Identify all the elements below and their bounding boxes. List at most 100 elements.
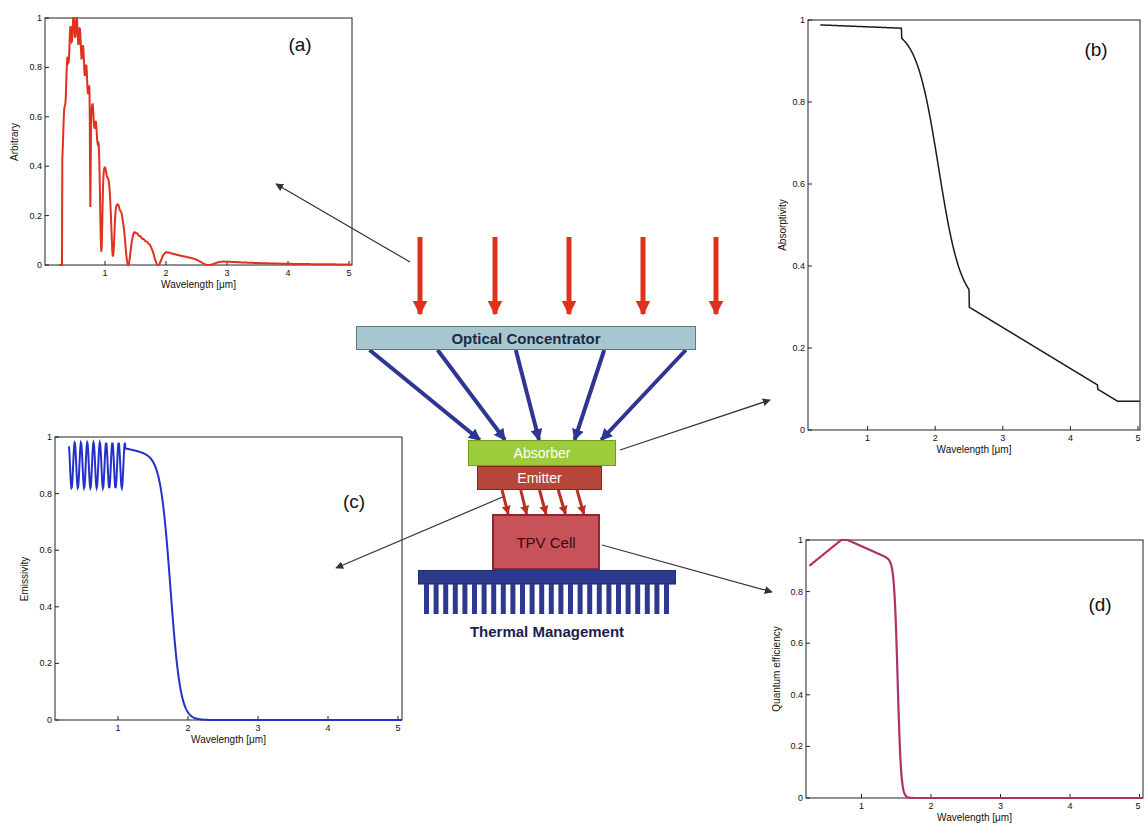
heatsink-fin — [472, 584, 477, 614]
tick-label: 4 — [325, 723, 330, 733]
tick-label: 0 — [47, 715, 52, 725]
tick-label: 0.6 — [790, 638, 803, 648]
radiation-arrow — [558, 490, 565, 514]
radiation-arrow — [577, 490, 584, 514]
tick — [808, 184, 812, 185]
tick — [105, 261, 106, 265]
spectrum-curve — [59, 18, 351, 265]
heatsink-fin — [501, 584, 506, 614]
heatsink-fin — [606, 584, 611, 614]
tick — [861, 794, 862, 798]
emitter-layer: Emitter — [477, 466, 602, 490]
spectrum-plot — [808, 20, 1140, 430]
tick-label: 5 — [1135, 801, 1140, 811]
concentrator-bar: Optical Concentrator — [356, 326, 696, 350]
leader-line — [620, 400, 770, 450]
tick-label: 0 — [37, 260, 42, 270]
heatsink-fin — [568, 584, 573, 614]
tick — [45, 67, 49, 68]
tick-label: 1 — [798, 535, 803, 545]
tick-label: 0.6 — [29, 112, 42, 122]
light-arrow — [516, 350, 539, 440]
panel-letter: (c) — [343, 491, 365, 513]
tick-label: 0.2 — [39, 658, 52, 668]
node-label: Absorber — [514, 445, 571, 461]
tick-label: 0.4 — [792, 261, 805, 271]
axis-title: Wavelength [μm] — [937, 812, 1012, 823]
spectrum-plot — [45, 18, 352, 265]
tick — [55, 720, 59, 721]
tick-label: 1 — [102, 268, 107, 278]
tick-label: 1 — [47, 432, 52, 442]
sun-ray — [493, 237, 498, 314]
heatsink-fin — [453, 584, 458, 614]
tick — [45, 166, 49, 167]
heatsink-fin — [645, 584, 650, 614]
tick-label: 0.4 — [29, 161, 42, 171]
tick — [808, 266, 812, 267]
tick-label: 2 — [928, 801, 933, 811]
tick-label: 1 — [865, 433, 870, 443]
spectrum-plot — [806, 540, 1143, 798]
heatsink: Thermal Management — [418, 570, 676, 640]
heatsink-fin — [558, 584, 563, 614]
tick-label: 0.6 — [39, 545, 52, 555]
axis-title: Emissivity — [19, 556, 30, 600]
heatsink-fin — [434, 584, 439, 614]
panel-letter: (b) — [1084, 39, 1107, 61]
tick — [55, 437, 59, 438]
heatsink-fin — [597, 584, 602, 614]
sun-rays — [420, 237, 716, 314]
tick — [55, 550, 59, 551]
light-arrow — [438, 350, 505, 440]
axis-title: Wavelength [μm] — [191, 734, 266, 745]
tick — [806, 591, 810, 592]
tick-label: 2 — [185, 723, 190, 733]
spectrum-curve — [809, 540, 1143, 798]
axis-title: Wavelength [μm] — [161, 279, 236, 290]
tick — [867, 426, 868, 430]
tick — [1070, 426, 1071, 430]
tick-label: 2 — [933, 433, 938, 443]
heatsink-fin — [482, 584, 487, 614]
tick — [55, 663, 59, 664]
node-label: Optical Concentrator — [451, 330, 600, 347]
plot-frame — [806, 540, 1143, 798]
heatsink-fin — [539, 584, 544, 614]
plot-frame — [55, 437, 402, 720]
heatsink-fin — [626, 584, 631, 614]
axis-title: Absorptivity — [777, 199, 788, 251]
tick — [1002, 426, 1003, 430]
tick — [45, 116, 49, 117]
tick-label: 0 — [798, 793, 803, 803]
tick-label: 0.8 — [792, 97, 805, 107]
heatsink-fin — [491, 584, 496, 614]
tick-label: 0.2 — [790, 741, 803, 751]
tick-label: 1 — [800, 15, 805, 25]
heatsink-fin — [587, 584, 592, 614]
heatsink-fin — [578, 584, 583, 614]
tick — [55, 606, 59, 607]
tick — [808, 102, 812, 103]
leader-lines — [276, 184, 772, 592]
heatsink-fin — [462, 584, 467, 614]
sun-ray — [641, 237, 646, 314]
tick — [45, 265, 49, 266]
tick — [806, 643, 810, 644]
axis-title: Arbitrary — [9, 123, 20, 161]
tick — [806, 540, 810, 541]
axis-title: Quantum efficiency — [771, 626, 782, 711]
tick-label: 4 — [1067, 801, 1072, 811]
tick-label: 5 — [395, 723, 400, 733]
tick-label: 3 — [255, 723, 260, 733]
tick — [806, 798, 810, 799]
tick-label: 0 — [800, 425, 805, 435]
tick — [45, 215, 49, 216]
sun-ray — [418, 237, 423, 314]
spectrum-curve — [69, 443, 402, 720]
radiation-arrow — [521, 490, 527, 514]
tick — [808, 430, 812, 431]
heatsink-fin — [530, 584, 535, 614]
tick-label: 5 — [346, 268, 351, 278]
heatsink-fin — [616, 584, 621, 614]
